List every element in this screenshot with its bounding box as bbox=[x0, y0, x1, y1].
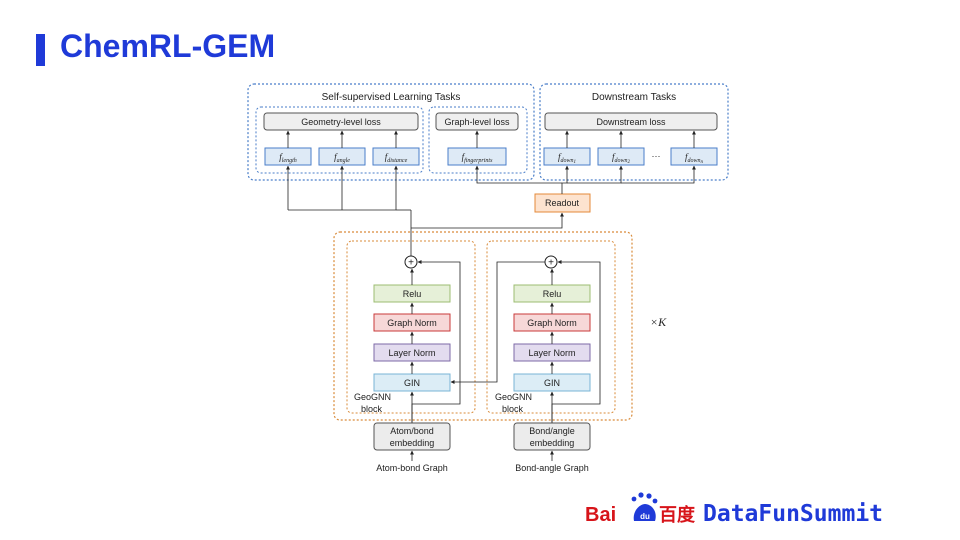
arrow-readout-to-fdown1 bbox=[561, 165, 569, 194]
left-gin-label: GIN bbox=[404, 378, 420, 388]
left-input-label: Atom-bond Graph bbox=[376, 463, 448, 473]
arrow-output-to-readout bbox=[411, 212, 564, 229]
f-distance-label: fdistance bbox=[385, 152, 408, 164]
baidu-logo-text-left: Bai bbox=[585, 504, 616, 526]
left-plus-symbol: + bbox=[408, 258, 414, 269]
geometry-group bbox=[255, 106, 424, 174]
baidu-paw-du: du bbox=[640, 512, 650, 521]
right-embedding-label-1: Bond/angle bbox=[529, 426, 575, 436]
baidu-logo-text-cn: 百度 bbox=[659, 504, 696, 525]
downstream-loss-label: Downstream loss bbox=[596, 117, 666, 127]
geometry-loss-box bbox=[263, 112, 419, 131]
right-gin-label: GIN bbox=[544, 378, 560, 388]
graph-loss-label: Graph-level loss bbox=[444, 117, 510, 127]
right-input-label: Bond-angle Graph bbox=[515, 463, 589, 473]
downstream-loss-box bbox=[544, 112, 718, 131]
f-angle-label: fangle bbox=[334, 152, 350, 164]
f-downn-label: fdownn bbox=[685, 152, 704, 165]
graph-loss-box bbox=[435, 112, 519, 131]
left-block-label-2: block bbox=[361, 404, 383, 414]
title-accent-bar bbox=[36, 34, 45, 66]
downstream-region bbox=[539, 83, 729, 181]
baidu-paw-icon: du bbox=[631, 492, 658, 521]
datafun-summit-logo: DataFunSummit bbox=[703, 501, 883, 527]
left-geognn-block bbox=[346, 240, 476, 414]
readout-label: Readout bbox=[545, 198, 580, 208]
left-relu-label: Relu bbox=[403, 289, 422, 299]
right-block-label-2: block bbox=[502, 404, 524, 414]
left-embedding-label-1: Atom/bond bbox=[390, 426, 434, 436]
left-graph-norm-label: Graph Norm bbox=[387, 318, 437, 328]
ssl-region bbox=[247, 83, 535, 181]
readout-box bbox=[534, 193, 591, 213]
arrow-right-output-to-left-gin bbox=[450, 261, 545, 384]
f-fingerprints-label: ffingerprints bbox=[462, 152, 494, 164]
right-graph-norm-label: Graph Norm bbox=[527, 318, 577, 328]
left-block-label-1: GeoGNN bbox=[354, 392, 391, 402]
right-geognn-block bbox=[486, 240, 616, 414]
slide-title: ChemRL-GEM bbox=[60, 28, 276, 64]
right-block-label-1: GeoGNN bbox=[495, 392, 532, 402]
right-plus-symbol: + bbox=[548, 258, 554, 269]
f-length-label: flength bbox=[279, 152, 297, 164]
right-layer-norm-label: Layer Norm bbox=[528, 348, 575, 358]
geometry-loss-label: Geometry-level loss bbox=[301, 117, 381, 127]
arrow-readout-to-fdownn bbox=[621, 165, 696, 184]
left-plus-node bbox=[404, 255, 418, 269]
graph-group bbox=[428, 106, 528, 174]
f-down2-label: fdown2 bbox=[612, 152, 631, 165]
repeat-k-label: ×K bbox=[650, 315, 667, 329]
left-embedding-label-2: embedding bbox=[390, 438, 435, 448]
arrow-readout-to-ffingerprints bbox=[475, 165, 535, 184]
downstream-title: Downstream Tasks bbox=[592, 92, 676, 103]
baidu-logo: Bai du 百度 bbox=[585, 492, 696, 526]
f-down1-label: fdown1 bbox=[558, 152, 576, 165]
ssl-title: Self-supervised Learning Tasks bbox=[322, 92, 461, 103]
right-relu-label: Relu bbox=[543, 289, 562, 299]
right-embedding-label-2: embedding bbox=[530, 438, 575, 448]
left-layer-norm-label: Layer Norm bbox=[388, 348, 435, 358]
downstream-ellipsis: ··· bbox=[652, 151, 661, 161]
